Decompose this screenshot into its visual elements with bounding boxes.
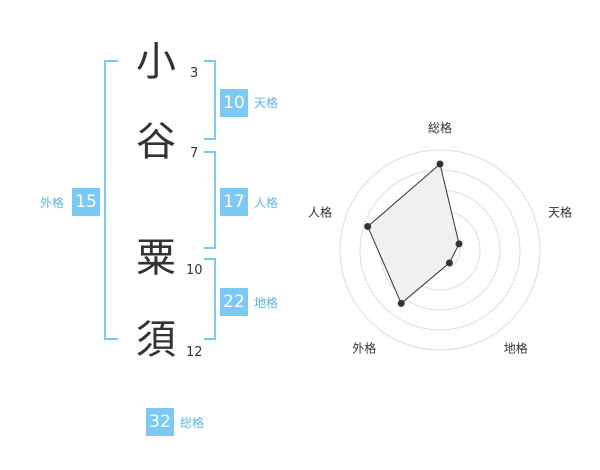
tenkaku-value: 10 — [220, 89, 248, 117]
gaikaku-bracket — [104, 60, 118, 340]
radar-axis-label-1: 総格 — [428, 120, 452, 135]
name-char-2: 谷 — [136, 119, 176, 165]
chikaku-bracket — [204, 258, 216, 340]
radar-point-2 — [455, 240, 463, 248]
radar-point-1 — [436, 160, 444, 168]
chikaku-label: 地格 — [254, 296, 279, 310]
radar-axis-label-2: 天格 — [548, 204, 572, 219]
name-char-3: 粟 — [136, 235, 176, 281]
radar-point-5 — [364, 223, 372, 231]
tenkaku-label: 天格 — [254, 96, 279, 110]
name-char-4: 須 — [136, 317, 176, 363]
stroke-count-3: 10 — [186, 263, 203, 278]
radar-axis-label-5: 人格 — [308, 204, 332, 219]
chikaku-value: 22 — [220, 288, 248, 316]
radar-point-3 — [445, 259, 453, 267]
gaikaku-value: 15 — [72, 188, 100, 216]
radar-points — [364, 160, 463, 307]
name-char-1: 小 — [136, 39, 176, 85]
stroke-count-1: 3 — [190, 66, 199, 81]
radar-axis-label-3: 地格 — [504, 341, 528, 356]
soukaku-value: 32 — [146, 408, 174, 436]
jinkaku-value: 17 — [220, 188, 248, 216]
stroke-count-4: 12 — [186, 345, 203, 360]
jinkaku-bracket — [204, 151, 216, 249]
tenkaku-bracket — [204, 60, 216, 140]
soukaku-label: 総格 — [180, 416, 205, 430]
gaikaku-label: 外格 — [40, 196, 65, 210]
radar-ring — [339, 149, 541, 351]
jinkaku-label: 人格 — [254, 196, 279, 210]
radar-axis-label-4: 外格 — [352, 341, 376, 356]
radar-point-4 — [397, 299, 405, 307]
stroke-count-2: 7 — [190, 146, 199, 161]
radar-area — [367, 163, 460, 305]
